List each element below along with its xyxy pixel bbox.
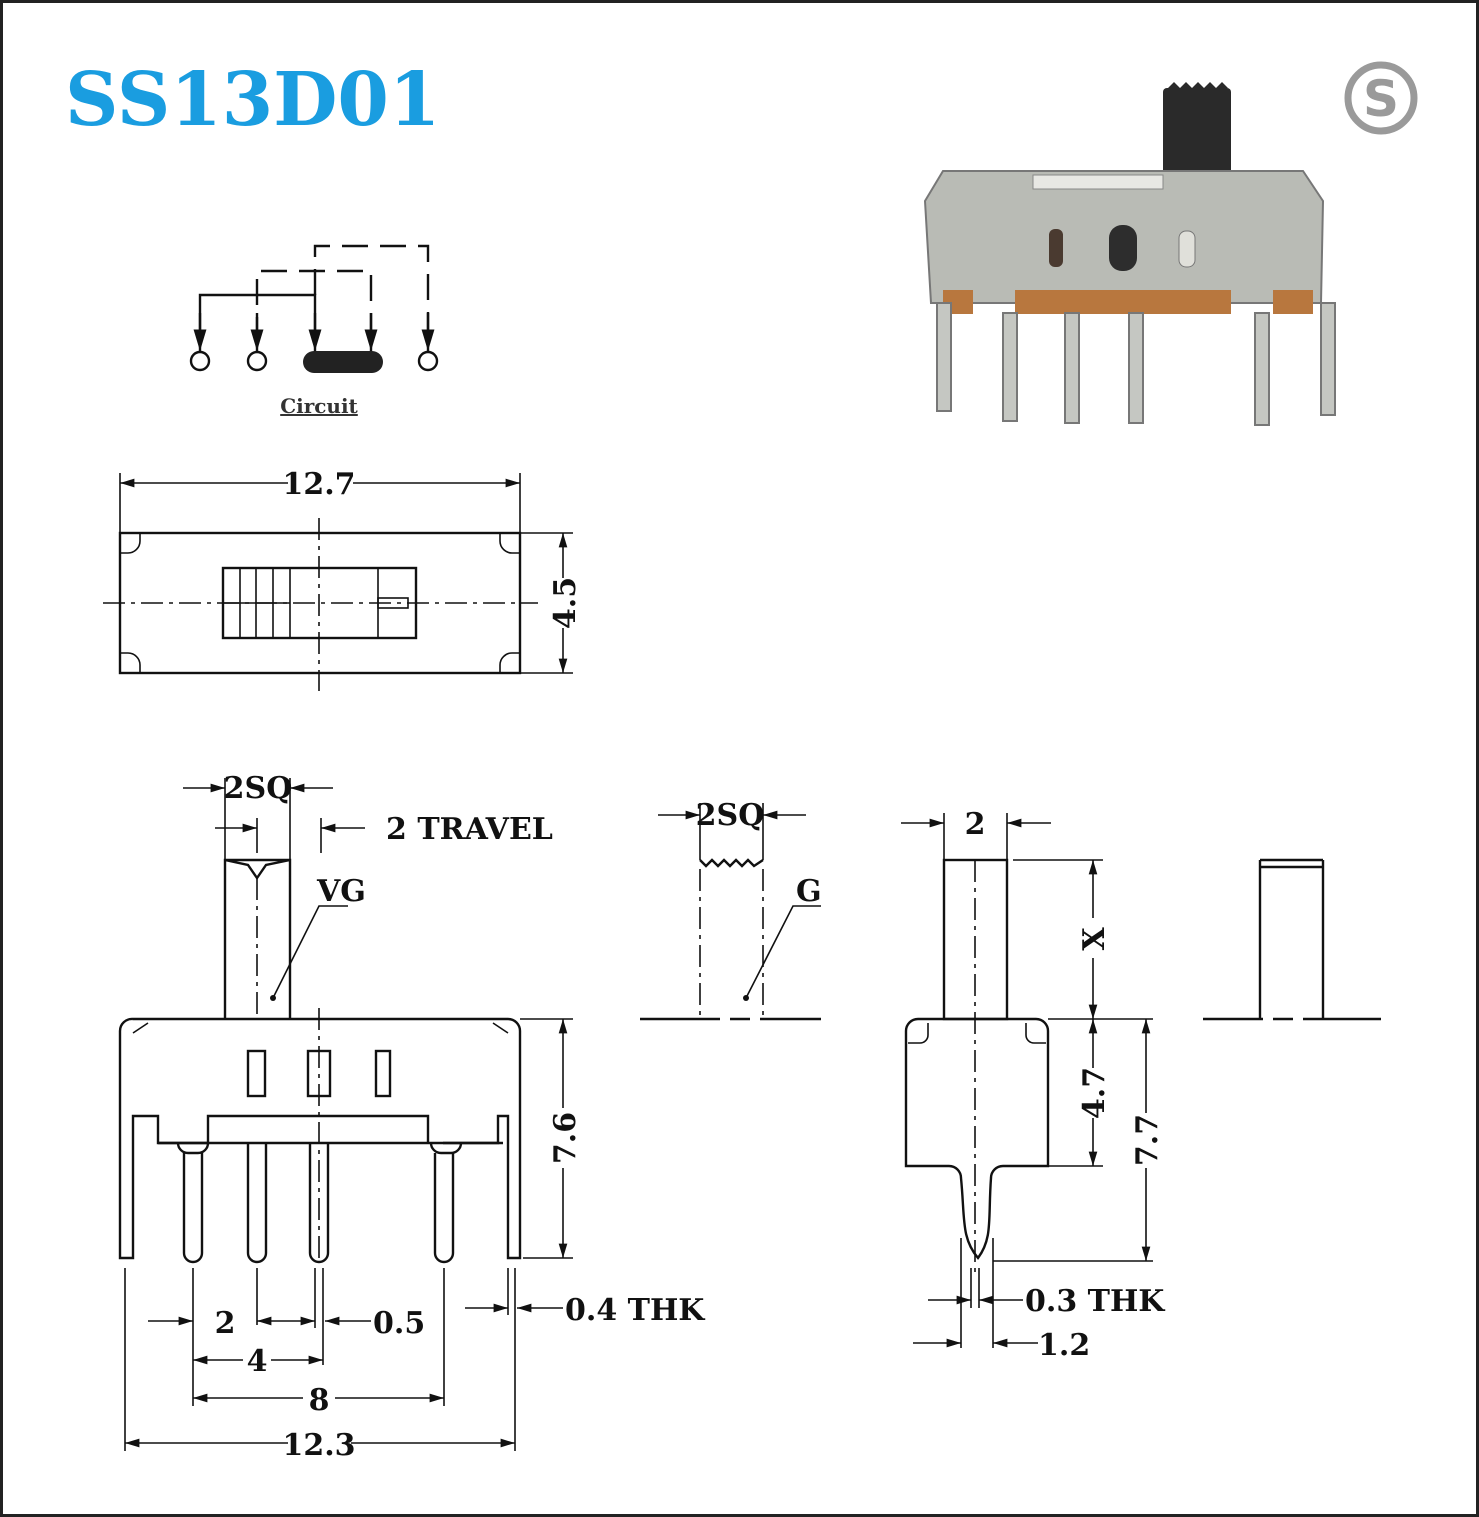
- brand-logo: S: [1344, 61, 1418, 135]
- dim-pitch-4: 4: [247, 1344, 268, 1379]
- front-view-drawing: 2SQ 2 TRAVEL VG 7.6: [118, 771, 705, 1463]
- circuit-diagram: Circuit: [189, 244, 439, 418]
- dim-height-7.6: 7.6: [548, 1112, 583, 1164]
- actuator-profile-drawing: [1203, 858, 1381, 1021]
- slider-knob: [1163, 88, 1231, 190]
- dim-travel: 2 TRAVEL: [386, 812, 553, 847]
- dim-g-2sq: 2SQ: [696, 798, 765, 833]
- circuit-caption: Circuit: [280, 394, 358, 418]
- dim-pitch-8: 8: [309, 1383, 330, 1418]
- dim-pitch-2: 2: [215, 1306, 236, 1341]
- terminal-2: [246, 350, 268, 372]
- terminal-5: [417, 350, 439, 372]
- dim-side-width-2: 2: [965, 807, 986, 842]
- label-vg: VG: [316, 874, 366, 909]
- svg-text:S: S: [1363, 70, 1399, 128]
- dim-x: X: [1077, 927, 1112, 951]
- dim-overall-12.3: 12.3: [282, 1428, 355, 1463]
- dim-total-7.7: 7.7: [1130, 1114, 1165, 1166]
- label-g: G: [796, 874, 822, 909]
- part-number-title: SS13D01: [65, 57, 440, 143]
- top-view-drawing: 12.7 4.5: [103, 467, 583, 691]
- drawing-canvas: SS13D01 S: [65, 57, 1418, 1463]
- dim-body-4.7: 4.7: [1077, 1067, 1112, 1119]
- dim-thickness-0.3: 0.3 THK: [1025, 1284, 1165, 1319]
- actuator-g-drawing: 2SQ G: [640, 798, 822, 1021]
- dim-width-12.7: 12.7: [282, 467, 355, 502]
- dim-height-4.5: 4.5: [548, 577, 583, 629]
- terminal-1: [189, 350, 211, 372]
- dim-actuator-2sq: 2SQ: [224, 771, 293, 806]
- dim-pin-1.2: 1.2: [1038, 1328, 1090, 1363]
- common-contact: [303, 351, 383, 373]
- dim-pin-0.5: 0.5: [373, 1306, 425, 1341]
- dim-thickness-0.4: 0.4 THK: [565, 1293, 705, 1328]
- side-view-drawing: 2 X 4.7 7.7 0.3 THK 1.2: [901, 807, 1165, 1363]
- product-photo: [923, 82, 1336, 426]
